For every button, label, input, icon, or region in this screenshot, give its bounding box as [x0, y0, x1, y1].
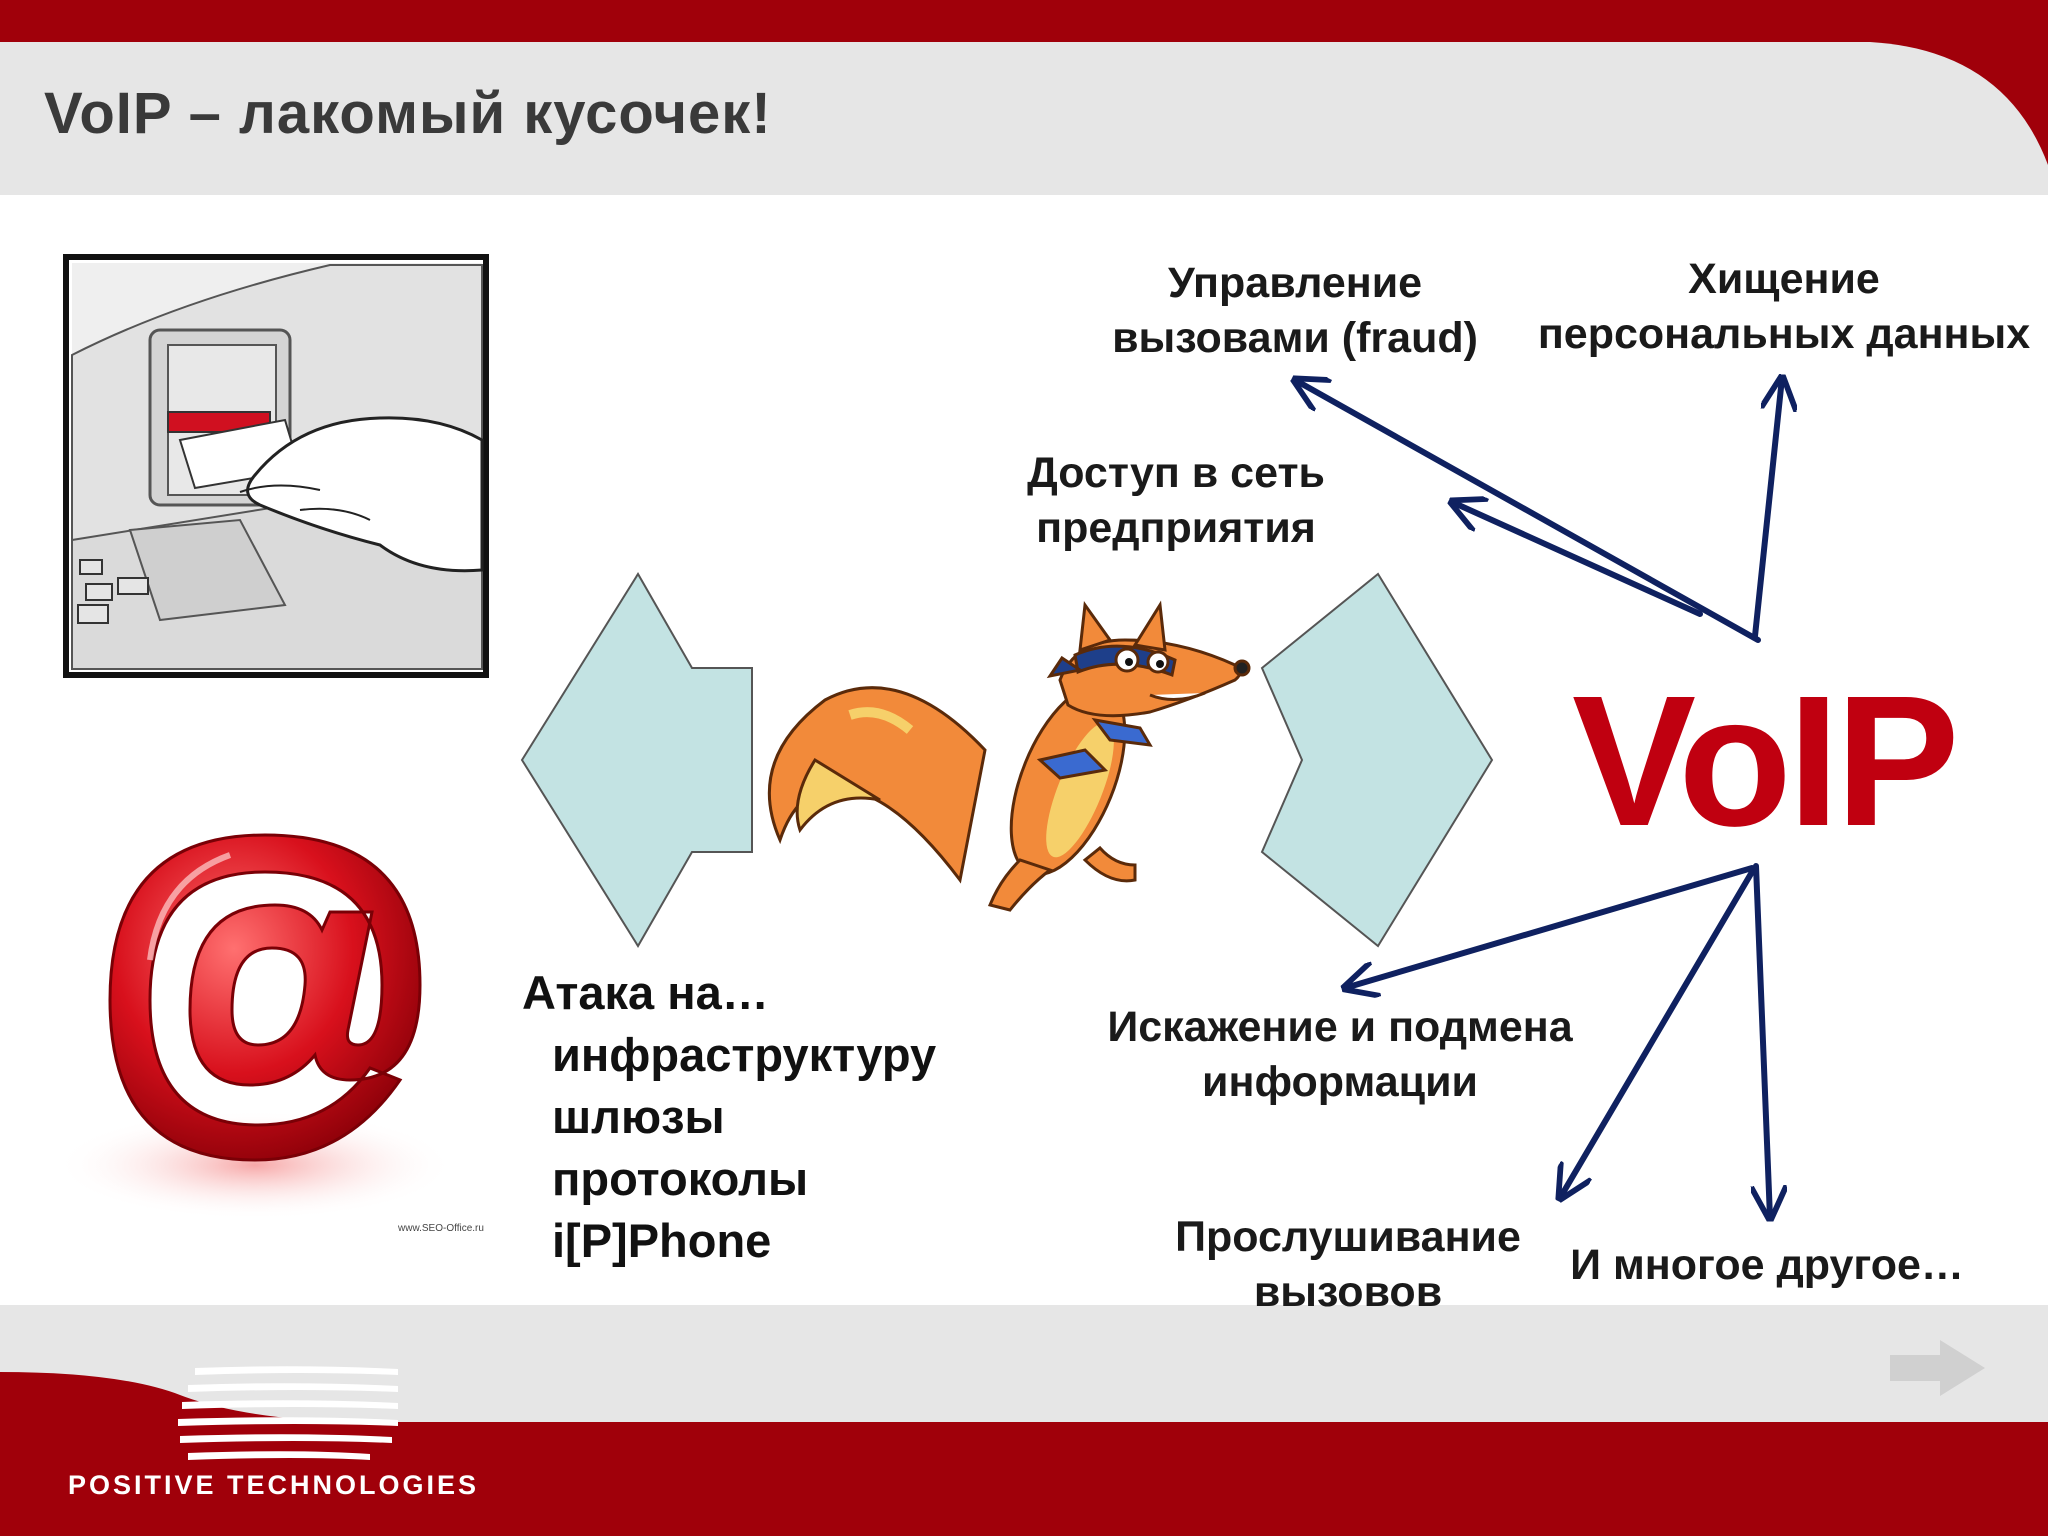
- threat-data-theft-line2: персональных данных: [1537, 310, 2031, 358]
- threat-tampering-line1: Искажение и подмена: [1107, 1003, 1573, 1051]
- threat-call-control-line2: вызовами (fraud): [1112, 314, 1478, 362]
- left-callout-arrow: [520, 572, 753, 948]
- atm-card-illustration: [63, 254, 489, 678]
- threat-eavesdropping-line2: вызовов: [1253, 1268, 1443, 1316]
- threat-eavesdropping: Прослушивание вызовов: [1150, 1210, 1546, 1320]
- image-watermark: www.SEO-Office.ru: [398, 1223, 484, 1234]
- threat-arrows: [1295, 378, 1782, 1218]
- brand-name: POSITIVE TECHNOLOGIES: [68, 1470, 480, 1500]
- slide-title: VoIP – лакомый кусочек!: [44, 81, 772, 146]
- threat-tampering-line2: информации: [1202, 1058, 1478, 1106]
- voip-center-label: VoIP: [1572, 658, 1960, 865]
- threat-call-control-line1: Управление: [1167, 259, 1423, 307]
- arrow-right-icon[interactable]: [1890, 1340, 1985, 1396]
- threat-data-theft-line1: Хищение: [1688, 255, 1880, 303]
- attack-item: i[P]Phone: [552, 1214, 772, 1267]
- attack-list: Атака на… инфраструктуру шлюзы протоколы…: [522, 962, 936, 1272]
- threat-network-access-line1: Доступ в сеть: [1027, 449, 1325, 497]
- attack-item: протоколы: [552, 1152, 809, 1205]
- threat-eavesdropping-line1: Прослушивание: [1175, 1213, 1521, 1261]
- threat-tampering: Искажение и подмена информации: [1080, 1000, 1600, 1110]
- threat-data-theft: Хищение персональных данных: [1520, 252, 2048, 362]
- pt-logo-icon: [178, 1366, 398, 1460]
- attack-heading: Атака на…: [522, 966, 769, 1019]
- header-bar: [0, 0, 2048, 195]
- attack-item: инфраструктуру: [552, 1028, 937, 1081]
- threat-call-control: Управление вызовами (fraud): [1085, 256, 1505, 366]
- threat-network-access: Доступ в сеть предприятия: [1000, 446, 1352, 556]
- email-at-icon: [55, 833, 455, 1220]
- threat-more: И многое другое…: [1570, 1241, 1964, 1289]
- fox-thief-illustration: [767, 600, 1251, 912]
- threat-network-access-line2: предприятия: [1036, 504, 1316, 552]
- attack-item: шлюзы: [552, 1090, 725, 1143]
- right-callout-arrow: [1260, 572, 1494, 948]
